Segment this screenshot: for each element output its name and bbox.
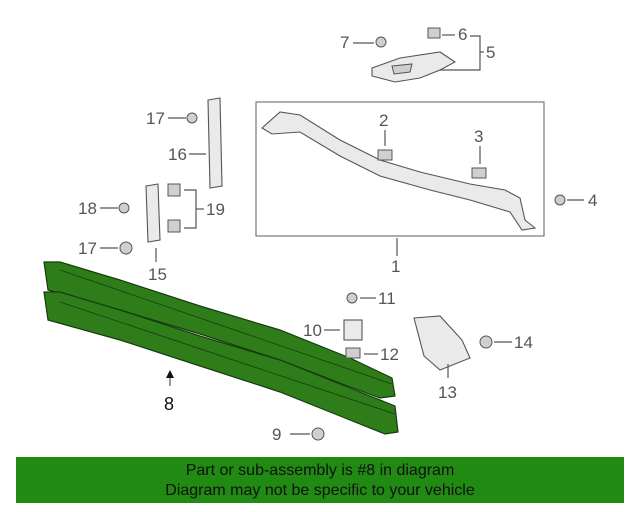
callout-8: 8 [164, 394, 174, 414]
bumper-reinforcement-8 [43, 261, 399, 435]
callout-9: 9 [272, 425, 281, 444]
callout-5: 5 [486, 43, 495, 62]
callout-13: 13 [438, 383, 457, 402]
bracket-13 [413, 315, 471, 371]
bolt-17-bottom [119, 241, 133, 255]
callout-4: 4 [588, 191, 597, 210]
upper-tie-bar-1 [255, 101, 545, 237]
callout-1: 1 [391, 257, 400, 276]
callout-3: 3 [474, 127, 483, 146]
footer-banner: Part or sub-assembly is #8 in diagram Di… [16, 457, 624, 503]
callout-17-top: 17 [146, 109, 165, 128]
callout-18: 18 [78, 199, 97, 218]
footer-line-1: Part or sub-assembly is #8 in diagram [185, 462, 455, 479]
callout-12: 12 [380, 345, 399, 364]
callout-6: 6 [458, 25, 467, 44]
clip-19a [167, 183, 181, 197]
side-bracket-15 [145, 183, 161, 243]
bolt-17-top [186, 112, 198, 124]
callout-14: 14 [514, 333, 533, 352]
callout-16: 16 [168, 145, 187, 164]
callout-19: 19 [206, 200, 225, 219]
bolt-11 [346, 292, 358, 304]
callout-15: 15 [148, 265, 167, 284]
bracket-assembly-5 [371, 27, 457, 83]
footer-line-2: Diagram may not be specific to your vehi… [165, 482, 475, 499]
nut-12 [345, 347, 361, 359]
callout-17-bottom: 17 [78, 239, 97, 258]
bracket-10 [343, 319, 363, 341]
callout-2: 2 [379, 111, 388, 130]
callout-10: 10 [303, 321, 322, 340]
callout-7: 7 [340, 33, 349, 52]
callout-11: 11 [378, 289, 396, 308]
bolt-18 [118, 202, 130, 214]
parts-diagram: 7 6 5 2 3 4 1 17 16 19 18 17 15 [43, 25, 597, 444]
bolt-14 [479, 335, 493, 349]
side-bracket-16 [207, 97, 223, 189]
bolt-9 [311, 427, 325, 441]
bolt-4 [554, 194, 566, 206]
clip-19b [167, 219, 181, 233]
